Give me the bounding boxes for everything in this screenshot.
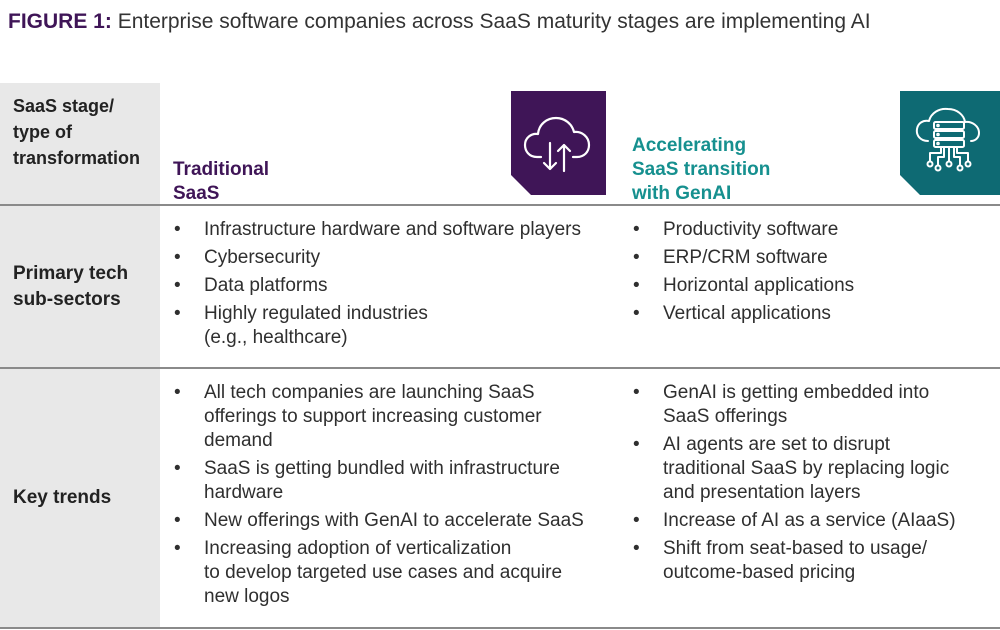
primary-tech-stub-cell: Primary tech sub-sectors — [0, 206, 160, 367]
list-item: Productivity software — [632, 218, 992, 242]
list-item: Highly regulated industries(e.g., health… — [173, 302, 613, 350]
heading-line: Accelerating — [632, 135, 747, 156]
list-item: Data platforms — [173, 274, 613, 298]
traditional-key-trends-list: All tech companies are launching SaaSoff… — [173, 381, 613, 613]
row-divider — [0, 367, 1000, 369]
header-stub-line: type of — [13, 122, 73, 142]
list-item: SaaS is getting bundled with infrastruct… — [173, 457, 613, 505]
figure-title-text: Enterprise software companies across Saa… — [117, 10, 871, 33]
heading-line: with GenAI — [632, 183, 732, 204]
primary-tech-row: Primary tech sub-sectors Infrastructure … — [0, 206, 1000, 367]
list-item: Increase of AI as a service (AIaaS) — [632, 509, 992, 533]
list-item: AI agents are set to disrupttraditional … — [632, 433, 992, 505]
figure-title: FIGURE 1: Enterprise software companies … — [8, 10, 871, 34]
key-trends-row: Key trends All tech companies are launch… — [0, 369, 1000, 627]
list-item: Shift from seat-based to usage/outcome-b… — [632, 537, 992, 585]
key-trends-stub-cell: Key trends — [0, 369, 160, 627]
list-item: New offerings with GenAI to accelerate S… — [173, 509, 613, 533]
list-item: Vertical applications — [632, 302, 992, 326]
accelerating-sub-sectors-list: Productivity software ERP/CRM software H… — [632, 218, 992, 330]
list-item: All tech companies are launching SaaSoff… — [173, 381, 613, 453]
list-item: Increasing adoption of verticalizationto… — [173, 537, 613, 609]
server-circuit-icon — [900, 91, 1000, 195]
header-stub-cell: SaaS stage/ type of transformation — [0, 83, 160, 204]
list-item: ERP/CRM software — [632, 246, 992, 270]
heading-line: SaaS transition — [632, 159, 771, 180]
traditional-sub-sectors-list: Infrastructure hardware and software pla… — [173, 218, 613, 354]
row-divider — [0, 204, 1000, 206]
list-item: Infrastructure hardware and software pla… — [173, 218, 613, 242]
list-item: Horizontal applications — [632, 274, 992, 298]
row-divider — [0, 627, 1000, 629]
stub-line: Primary tech — [13, 262, 129, 284]
list-item: Cybersecurity — [173, 246, 613, 270]
figure-label: FIGURE 1: — [8, 10, 112, 33]
header-stub-line: SaaS stage/ — [13, 96, 115, 116]
header-row: SaaS stage/ type of transformation Tradi… — [0, 83, 1000, 204]
heading-line: Traditional — [173, 159, 270, 180]
stub-line: Key trends — [13, 487, 112, 508]
accelerating-saas-heading: Accelerating SaaS transition with GenAI — [632, 134, 770, 206]
heading-line: SaaS — [173, 183, 220, 204]
cloud-upload-download-icon — [511, 91, 606, 195]
stub-line: sub-sectors — [13, 288, 121, 310]
header-stub-line: transformation — [13, 148, 141, 168]
traditional-saas-heading: Traditional SaaS — [173, 158, 269, 206]
comparison-table: SaaS stage/ type of transformation Tradi… — [0, 83, 1000, 630]
